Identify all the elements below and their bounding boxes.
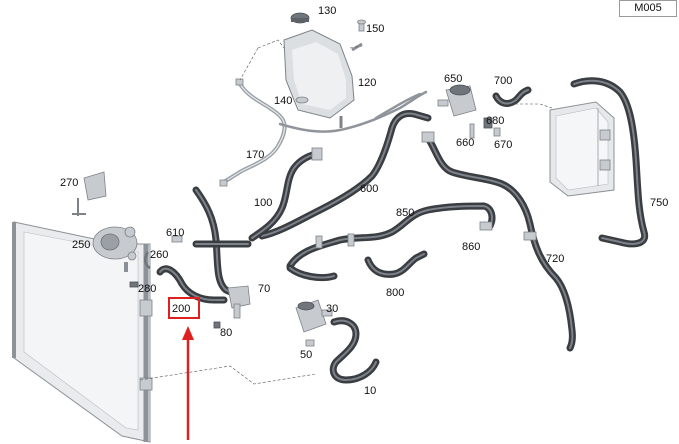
label-10: 10 [364,385,376,397]
cap-130 [290,12,310,24]
hose-720 [421,131,576,352]
label-70: 70 [258,283,270,295]
valve-30 [295,299,333,333]
label-270: 270 [60,177,78,189]
label-850: 850 [396,207,414,219]
bolt-280 [129,281,139,288]
leader-lines [139,39,553,385]
pipe-850 [286,202,496,270]
clip-140 [295,96,309,104]
bracket-260 [144,251,151,270]
label-150: 150 [366,23,384,35]
highlight-marker [168,297,200,440]
label-200: 200 [172,303,190,315]
label-600: 600 [360,183,378,195]
pump-250 [92,226,138,272]
pipe-170 [219,78,287,187]
hose-750 [570,77,649,248]
label-800: 800 [386,287,404,299]
label-670: 670 [494,139,512,151]
hose-10 [329,317,380,384]
label-650: 650 [444,73,462,85]
label-120: 120 [358,77,376,89]
label-170: 170 [246,149,264,161]
diagram-code: M005 [619,0,677,17]
screw-150 [357,19,366,32]
hose-cluster-left [192,186,252,300]
label-720: 720 [546,253,564,265]
label-280: 280 [138,283,156,295]
label-80: 80 [220,327,232,339]
bracket-270 [72,171,107,216]
label-660: 660 [456,137,474,149]
hose-600 [258,110,432,240]
charge-air-cooler [549,101,615,197]
label-260: 260 [150,249,168,261]
valve-650 [437,84,477,117]
label-610: 610 [166,227,184,239]
expansion-tank-120 [283,29,363,128]
label-250: 250 [72,239,90,251]
fitting-70 [227,285,251,319]
hose-800 [364,250,428,278]
radiator [12,221,153,443]
label-680: 680 [486,115,504,127]
label-860: 860 [462,241,480,253]
label-30: 30 [326,303,338,315]
pipe-lower-center [286,264,338,282]
label-140: 140 [274,95,292,107]
label-700: 700 [494,75,512,87]
pipe-reservoir-to-650 [278,90,428,133]
label-130: 130 [318,5,336,17]
clip-610 [171,235,183,243]
callout-labels: 130 150 120 140 650 700 680 660 670 170 … [60,5,668,397]
bolt-80 [213,321,221,329]
parts-680-660-670 [469,117,501,139]
label-100: 100 [254,197,272,209]
hose-700 [492,86,532,107]
clip-50 [305,339,315,347]
label-750: 750 [650,197,668,209]
hose-200 [156,265,228,304]
hose-100 [248,147,323,242]
label-50: 50 [300,349,312,361]
